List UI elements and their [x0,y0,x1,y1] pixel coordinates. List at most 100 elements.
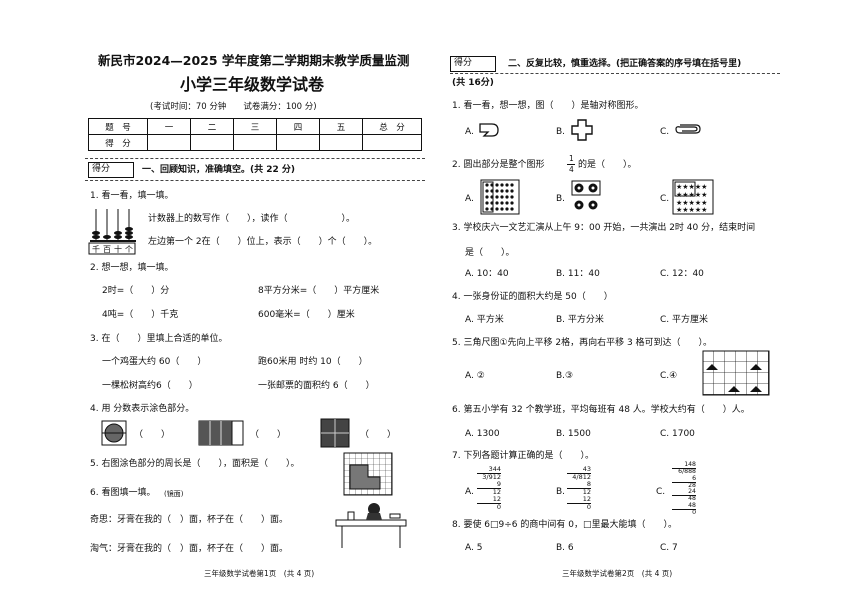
rq3-stem-2: 是（ ）。 [465,248,515,258]
rq7-calc-a: 344 3/912 9 12 12 0 [477,466,501,511]
rq7-stem: 7. 下列各题计算正确的是（ ）。 [452,451,594,461]
rq5-option-c[interactable]: C.④ [660,371,678,381]
calc-line: 12 [567,488,591,496]
q3-stem: 3. 在（ ）里填上合适的单位。 [90,334,228,344]
exam-info: (考试时间：70 分钟 试卷满分：100 分) [150,102,317,112]
calc-line: 48 [672,495,696,502]
divider [450,73,780,74]
calc-line: 6 [692,474,696,482]
page-footer-right: 三年级数学试卷第2页 (共 4 页) [562,569,673,578]
q4-figure-circle [101,420,127,446]
q4-blank-3[interactable]: （ ） [360,430,397,440]
rq7-option-a[interactable]: A. [465,487,474,497]
calc-line: 9 [496,480,501,488]
rq7-option-b[interactable]: B. [556,487,566,497]
score-box[interactable] [450,56,496,72]
q4-blank-2[interactable]: （ ） [250,430,287,440]
rq3-option-c[interactable]: C. 12：40 [660,269,704,279]
rq3-option-b[interactable]: B. 11：40 [556,269,600,279]
score-input-cell[interactable] [362,134,422,151]
rq7-option-c[interactable]: C. [656,487,666,497]
rq2-figure-b [571,180,601,210]
rq6-option-c[interactable]: C. 1700 [660,429,695,439]
score-cell: 四 [276,118,320,135]
rq8-option-b[interactable]: B. 6 [556,543,574,553]
rq2-stem-post: 的是（ ）。 [578,160,637,170]
q2-b: 8平方分米=（ ）平方厘米 [258,286,380,296]
q3-b: 跑60米用 时约 10（ ） [258,357,368,367]
abacus-label-thousands: 千 [92,245,100,254]
score-input-cell[interactable] [276,134,320,151]
q1-line2: 左边第一个 2在（ ）位上，表示（ ）个（ ）。 [148,237,378,247]
score-input-cell[interactable] [233,134,277,151]
score-table-score-row: 得 分 [88,134,422,151]
score-box[interactable] [88,162,134,178]
rq2-option-c[interactable]: C. [660,194,670,204]
rq6-stem: 6. 第五小学有 32 个教学班，平均每班有 48 人。学校大约有（ ）人。 [452,405,750,415]
section2-points: (共 16分) [452,78,494,88]
q4-stem: 4. 用 分数表示涂色部分。 [90,404,195,414]
score-cell: 三 [233,118,277,135]
rq3-stem: 3. 学校庆六一文艺汇演从上午 9：00 开始，一共演出 2时 40 分，结束时… [452,223,756,233]
calc-line: 0 [672,509,696,516]
q2-c: 4吨=（ ）千克 [102,310,179,320]
calc-line: 6/888 [672,468,696,475]
rq3-option-a[interactable]: A. 10：40 [465,269,509,279]
calc-line: 3/912 [477,473,501,481]
rq8-option-c[interactable]: C. 7 [660,543,678,553]
q4-figure-square [320,418,350,448]
rq2-figure-c: ★★★★★ ★★★★★ ★★★★★ ★★★★★ [672,179,714,215]
rq5-option-b[interactable]: B.③ [556,371,574,381]
calc-line: 344 [488,465,501,473]
svg-text:★★★★★: ★★★★★ [676,191,707,199]
rq8-option-a[interactable]: A. 5 [465,543,483,553]
q4-blank-1[interactable]: （ ） [134,430,171,440]
q3-c: 一棵松树高约6（ ） [102,381,198,391]
calc-line: 43 [582,465,591,473]
rq5-stem: 5. 三角尺图①先向上平移 2格，再向右平移 3 格可到达（ ）。 [452,338,713,348]
page-footer-left: 三年级数学试卷第1页 (共 4 页) [204,569,315,578]
score-input-cell[interactable] [147,134,191,151]
q4-figure-rect [198,420,244,446]
q6-note: (镜面) [164,490,184,498]
svg-text:★★★★★: ★★★★★ [676,206,707,214]
rq6-option-a[interactable]: A. 1300 [465,429,500,439]
rq2-stem-pre: 2. 圆出部分是整个图形 [452,160,545,170]
q6-mirror-picture [335,503,407,548]
q6-line1: 奇思：牙膏在我的（ ）面，杯子在（ ）面。 [90,515,289,525]
rq2-fraction-num: 1 [569,154,574,163]
svg-text:★★★★★: ★★★★★ [676,199,707,207]
q2-stem: 2. 想一想，填一填。 [90,263,174,273]
rq4-option-b[interactable]: B. 平方分米 [556,315,604,325]
rq8-stem: 8. 要使 6□9÷6 的商中间有 0，□里最大能填（ ）。 [452,520,677,530]
calc-line: 0 [567,503,591,511]
q1-stem: 1. 看一看，填一填。 [90,191,174,201]
rq5-grid-figure [702,350,770,396]
rq2-option-a[interactable]: A. [465,194,474,204]
calc-line: 12 [477,488,501,496]
rq1-option-a[interactable]: A. [465,127,474,137]
abacus-label-hundreds: 百 [103,245,111,254]
abacus-label-ones: 个 [125,245,133,254]
exam-title: 新民市2024—2025 学年度第二学期期末教学质量监测 [98,53,410,68]
fraction-bar [567,164,575,165]
rq2-option-b[interactable]: B. [556,194,566,204]
score-input-cell[interactable] [319,134,363,151]
rq7-calc-b: 43 4/812 8 12 12 0 [567,466,591,511]
rq2-fraction-den: 4 [569,165,574,174]
rq1-option-b[interactable]: B. [556,127,566,137]
rq1-option-c[interactable]: C. [660,127,670,137]
rq4-option-a[interactable]: A. 平方米 [465,315,504,325]
score-input-cell[interactable] [190,134,234,151]
calc-line: 48 [688,501,696,509]
calc-line: 24 [688,488,696,496]
rq5-option-a[interactable]: A. ② [465,371,485,381]
calc-line: 12 [582,495,591,503]
rq1-stem: 1. 看一看，想一想，图（ ）是轴对称图形。 [452,101,644,111]
rq7-calc-c: 148 6/888 6 28 24 48 48 0 [672,461,696,516]
rq4-option-c[interactable]: C. 平方厘米 [660,315,709,325]
q2-d: 600毫米=（ ）厘米 [258,310,355,320]
svg-text:★★★★★: ★★★★★ [676,183,707,191]
rq6-option-b[interactable]: B. 1500 [556,429,591,439]
rq1-paperclip-shape [675,124,701,134]
